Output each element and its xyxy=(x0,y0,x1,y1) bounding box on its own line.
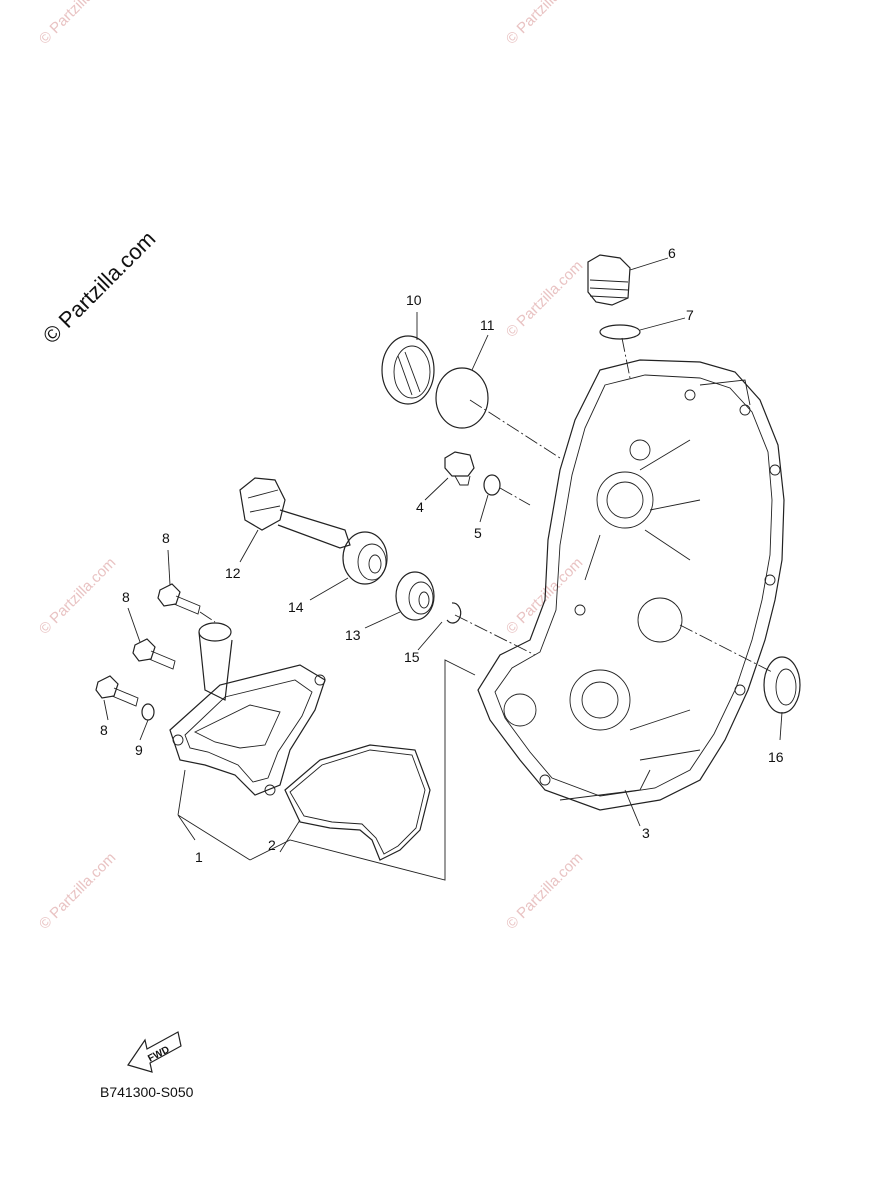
watermark-repeat: © Partzilla.com xyxy=(503,554,586,637)
o-ring-7-part xyxy=(599,324,641,340)
water-pump-housing-part xyxy=(169,622,326,796)
callout-14: 14 xyxy=(288,599,304,615)
circlip-15-part xyxy=(446,602,462,624)
washer-5-part xyxy=(483,474,501,496)
bearing-13-part xyxy=(395,571,435,621)
callout-13: 13 xyxy=(345,627,361,643)
callouts: 1 2 3 4 5 6 7 8 8 8 9 10 11 12 13 14 15 … xyxy=(100,245,784,865)
bolt-8-lower-part xyxy=(95,675,139,707)
oil-seal-10-part xyxy=(381,335,435,405)
callout-11: 11 xyxy=(480,317,495,333)
bolt-8-middle-part xyxy=(132,638,176,670)
callout-1: 1 xyxy=(195,849,203,865)
callout-10: 10 xyxy=(406,292,422,308)
watermark-repeat: © Partzilla.com xyxy=(503,257,586,340)
leader-lines xyxy=(103,257,783,881)
main-watermark: © Partzilla.com xyxy=(38,226,161,349)
watermark-repeat: © Partzilla.com xyxy=(36,849,119,932)
bolt-8-upper-part xyxy=(157,583,201,615)
callout-4: 4 xyxy=(416,499,424,515)
callout-9: 9 xyxy=(135,742,143,758)
impeller-shaft-12-part xyxy=(239,477,351,549)
o-ring-11-part xyxy=(435,367,489,429)
watermark-repeat: © Partzilla.com xyxy=(503,0,586,48)
callout-8-lower: 8 xyxy=(100,722,108,738)
callout-2: 2 xyxy=(268,837,276,853)
fwd-arrow-icon: FWD xyxy=(127,1031,182,1073)
callout-8-middle: 8 xyxy=(122,589,130,605)
watermark-repeat: © Partzilla.com xyxy=(36,0,119,48)
gasket-part xyxy=(284,744,431,861)
callout-5: 5 xyxy=(474,525,482,541)
oil-filler-plug-part xyxy=(587,254,631,306)
callout-8-upper: 8 xyxy=(162,530,170,546)
callout-12: 12 xyxy=(225,565,241,581)
watermark-repeat: © Partzilla.com xyxy=(36,554,119,637)
callout-16: 16 xyxy=(768,749,784,765)
diagram-code: B741300-S050 xyxy=(100,1084,194,1100)
callout-7: 7 xyxy=(686,307,694,323)
callout-6: 6 xyxy=(668,245,676,261)
callout-3: 3 xyxy=(642,825,650,841)
callout-15: 15 xyxy=(404,649,420,665)
bolt-4-part xyxy=(444,451,475,486)
bearing-14-part xyxy=(342,531,388,585)
watermarks: © Partzilla.com © Partzilla.com © Partzi… xyxy=(36,0,586,933)
assembly-lines xyxy=(199,337,773,673)
crankcase-cover-part xyxy=(477,359,785,811)
washer-9-part xyxy=(141,703,155,721)
watermark-repeat: © Partzilla.com xyxy=(503,849,586,932)
oil-seal-16-part xyxy=(763,656,801,714)
